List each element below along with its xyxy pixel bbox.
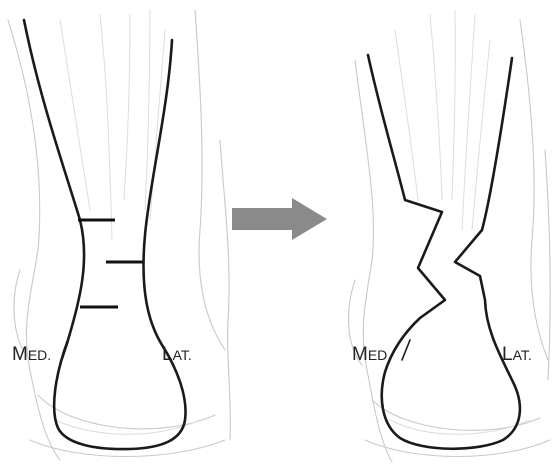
- left-leg-drawing: MED. LAT.: [8, 10, 230, 460]
- right-medial-leader: [402, 340, 410, 360]
- left-lateral-label: LAT.: [162, 344, 192, 365]
- right-leg-drawing: MED. LAT.: [349, 10, 551, 462]
- left-medial-label: MED.: [12, 344, 51, 365]
- right-tendon-outline: [368, 55, 520, 449]
- right-medial-label: MED.: [352, 344, 391, 365]
- left-leg-sketch: [8, 10, 230, 460]
- right-lateral-label: LAT.: [502, 344, 532, 365]
- right-arrow-icon: [232, 198, 327, 240]
- left-tendon-outline: [24, 20, 186, 449]
- right-leg-sketch: [349, 10, 551, 462]
